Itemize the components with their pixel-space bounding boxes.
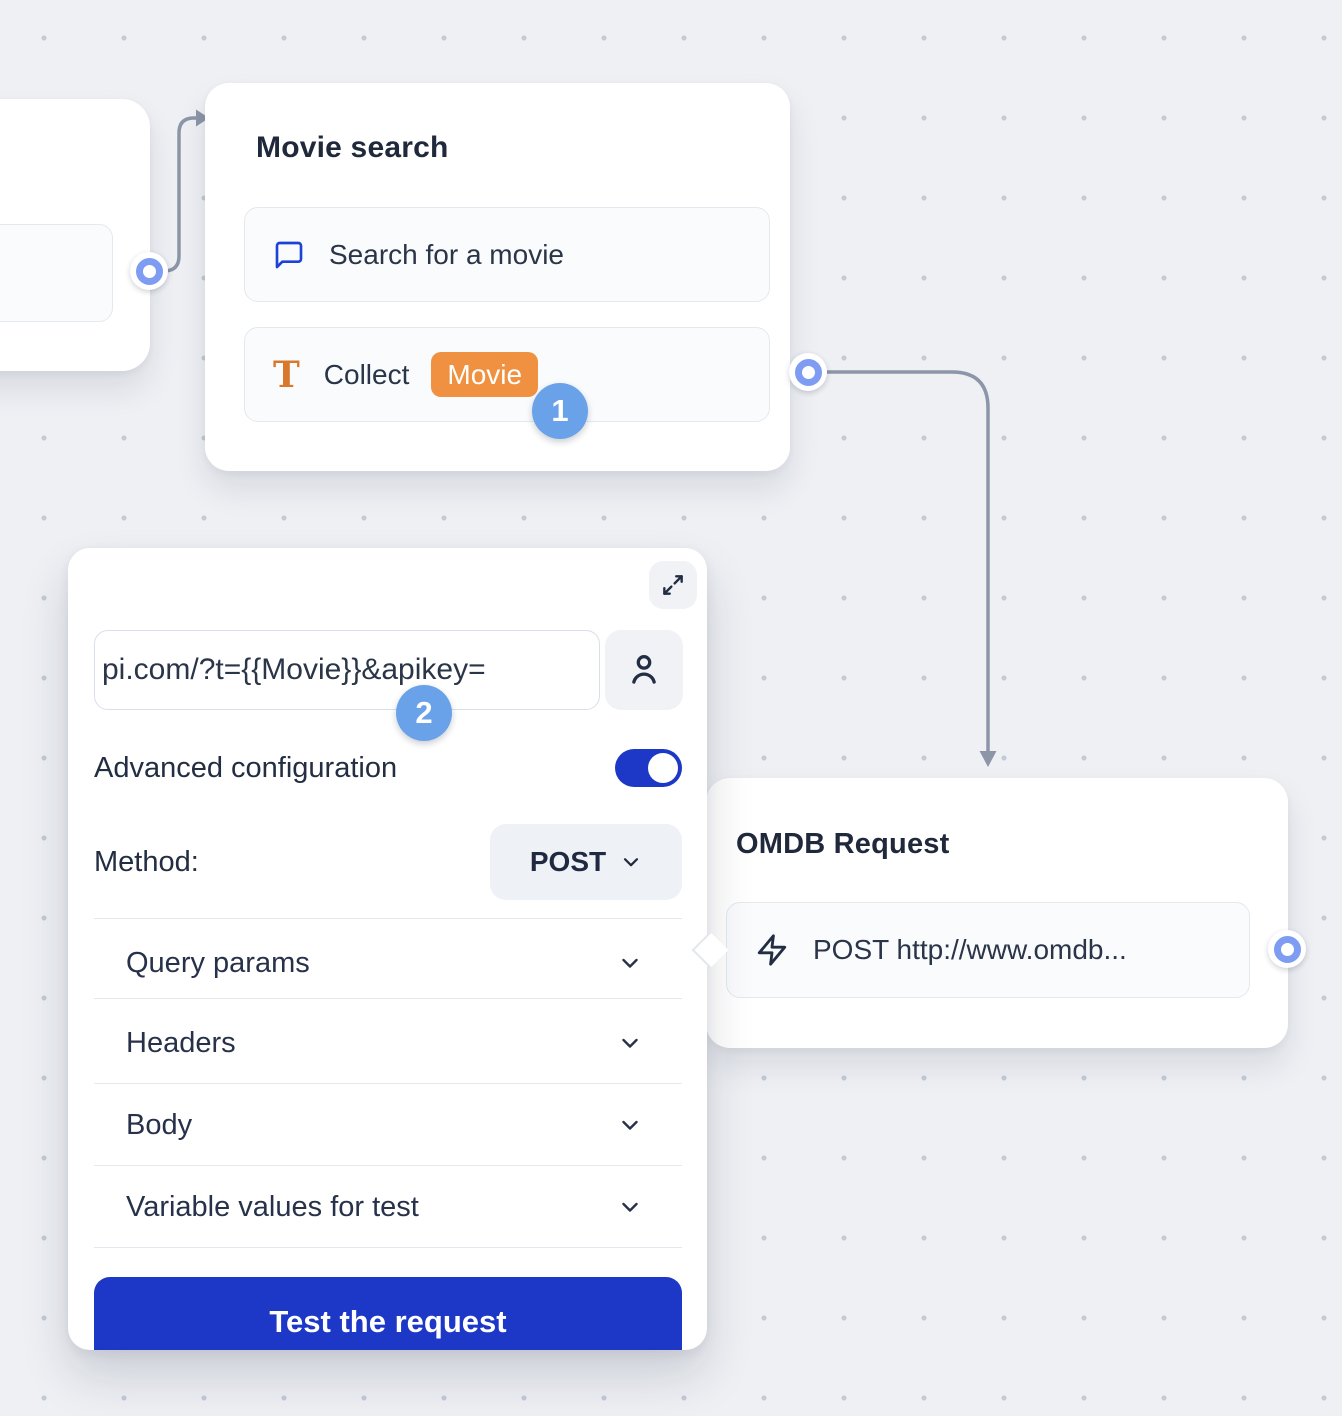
movie-search-node-title: Movie search <box>256 131 449 164</box>
text-input-icon: T <box>273 353 300 396</box>
divider <box>94 998 682 999</box>
toggle-knob <box>648 753 678 783</box>
step-badge-2: 2 <box>396 685 452 741</box>
method-dropdown[interactable]: POST <box>490 824 682 900</box>
section-body[interactable]: Body <box>94 1096 682 1154</box>
port-ring <box>1273 935 1301 963</box>
user-variables-button[interactable] <box>605 630 683 710</box>
collect-item-label: Collect <box>323 358 410 390</box>
connector-arrowhead-down <box>979 751 997 767</box>
chevron-down-icon <box>622 1038 638 1048</box>
test-request-button[interactable]: Test the request <box>94 1277 682 1350</box>
section-variable-values[interactable]: Variable values for test <box>94 1178 682 1236</box>
output-port-left-node[interactable] <box>130 252 168 290</box>
partial-node-item[interactable] <box>0 224 113 322</box>
section-variable-values-label: Variable values for test <box>126 1190 419 1223</box>
section-query-params-label: Query params <box>126 946 310 979</box>
section-body-label: Body <box>126 1108 193 1141</box>
method-row: Method: POST <box>94 824 682 900</box>
movie-search-message-item[interactable]: Search for a movie <box>244 207 770 302</box>
variable-chip-movie[interactable]: Movie <box>431 351 539 398</box>
divider <box>94 1165 682 1166</box>
message-item-label: Search for a movie <box>329 238 564 270</box>
omdb-webhook-item-label: POST http://www.omdb... <box>813 934 1127 965</box>
method-value: POST <box>529 846 607 877</box>
webhook-url-input[interactable]: pi.com/?t={{Movie}}&apikey= <box>94 630 600 710</box>
port-ring <box>794 358 822 386</box>
advanced-configuration-toggle[interactable] <box>615 749 682 787</box>
partial-node-card[interactable] <box>0 99 150 371</box>
advanced-configuration-row: Advanced configuration <box>94 744 682 792</box>
expand-icon <box>663 575 683 595</box>
divider <box>94 1083 682 1084</box>
chevron-down-icon <box>624 858 639 867</box>
advanced-configuration-label: Advanced configuration <box>94 751 398 784</box>
omdb-request-node-title: OMDB Request <box>736 828 950 860</box>
connector-left-to-movie-search <box>150 116 199 273</box>
chevron-down-icon <box>622 1202 638 1212</box>
movie-search-node-card[interactable]: Movie search Search for a movie T Collec… <box>205 83 790 471</box>
chevron-down-icon <box>622 1120 638 1130</box>
webhook-config-panel: pi.com/?t={{Movie}}&apikey= Advanced con… <box>68 548 707 1350</box>
section-headers-label: Headers <box>126 1026 236 1059</box>
step-badge-1: 1 <box>532 383 588 439</box>
movie-search-collect-item[interactable]: T Collect Movie <box>244 327 770 422</box>
port-ring <box>135 257 163 285</box>
output-port-omdb-request[interactable] <box>1268 930 1306 968</box>
connector-movie-search-to-omdb <box>810 370 990 754</box>
webhook-url-value: pi.com/?t={{Movie}}&apikey= <box>102 653 486 686</box>
chat-bubble-icon <box>275 241 303 268</box>
divider <box>94 918 682 919</box>
omdb-webhook-item[interactable]: POST http://www.omdb... <box>726 902 1250 998</box>
zap-icon <box>757 934 787 966</box>
divider <box>94 1247 682 1248</box>
section-query-params[interactable]: Query params <box>94 934 682 992</box>
output-port-movie-search[interactable] <box>789 353 827 391</box>
chevron-down-icon <box>622 958 638 968</box>
person-icon <box>632 655 656 684</box>
expand-button[interactable] <box>649 561 697 609</box>
method-label: Method: <box>94 845 199 878</box>
section-headers[interactable]: Headers <box>94 1014 682 1072</box>
omdb-request-node-card[interactable]: OMDB Request POST http://www.omdb... <box>706 778 1288 1048</box>
